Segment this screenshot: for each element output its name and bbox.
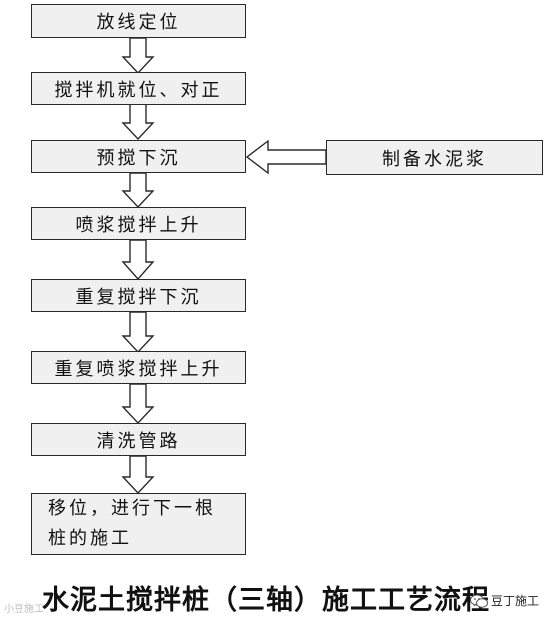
step-label: 喷浆搅拌上升 (75, 214, 202, 236)
step-label: 放线定位 (96, 12, 181, 33)
step-relocate-next-pile: 移位，进行下一根 桩的施工 (31, 493, 246, 555)
step-label: 重复搅拌下沉 (75, 286, 202, 308)
side-step-label: 制备水泥浆 (382, 148, 487, 170)
step-clean-pipeline: 清洗管路 (31, 423, 246, 456)
wechat-icon (470, 594, 488, 608)
flow-arrow-3 (121, 172, 155, 209)
step-label: 预搅下沉 (96, 147, 181, 169)
step-mixer-positioning: 搅拌机就位、对正 (31, 72, 246, 105)
flow-arrow-1 (121, 37, 155, 75)
step-repeat-grout-mix-rise: 重复喷浆搅拌上升 (31, 351, 246, 384)
flow-arrow-5 (121, 311, 155, 354)
flow-arrow-2 (121, 103, 155, 141)
step-label-line1: 移位，进行下一根 (48, 498, 216, 519)
step-repeat-mix-sink: 重复搅拌下沉 (31, 279, 246, 312)
watermark-right: 豆丁施工 (470, 592, 539, 609)
watermark-right-text: 豆丁施工 (491, 594, 540, 608)
side-arrow (245, 139, 327, 175)
step-grout-mix-rise: 喷浆搅拌上升 (31, 207, 246, 240)
watermark-left-text: 小豆施工 (4, 604, 44, 615)
step-label-line2: 桩的施工 (48, 528, 132, 549)
step-label: 清洗管路 (96, 430, 181, 452)
step-label: 搅拌机就位、对正 (54, 79, 223, 101)
flow-arrow-7 (121, 455, 155, 495)
step-pre-mix-sink: 预搅下沉 (31, 140, 246, 173)
step-label: 重复喷浆搅拌上升 (54, 358, 223, 380)
step-set-out-positioning: 放线定位 (31, 4, 246, 38)
flow-arrow-4 (121, 239, 155, 281)
diagram-title: 水泥土搅拌桩（三轴）施工工艺流程 (42, 585, 490, 616)
step-slurry-preparation: 制备水泥浆 (326, 140, 543, 175)
watermark-left: 小豆施工 (4, 600, 44, 615)
flow-arrow-6 (121, 383, 155, 425)
